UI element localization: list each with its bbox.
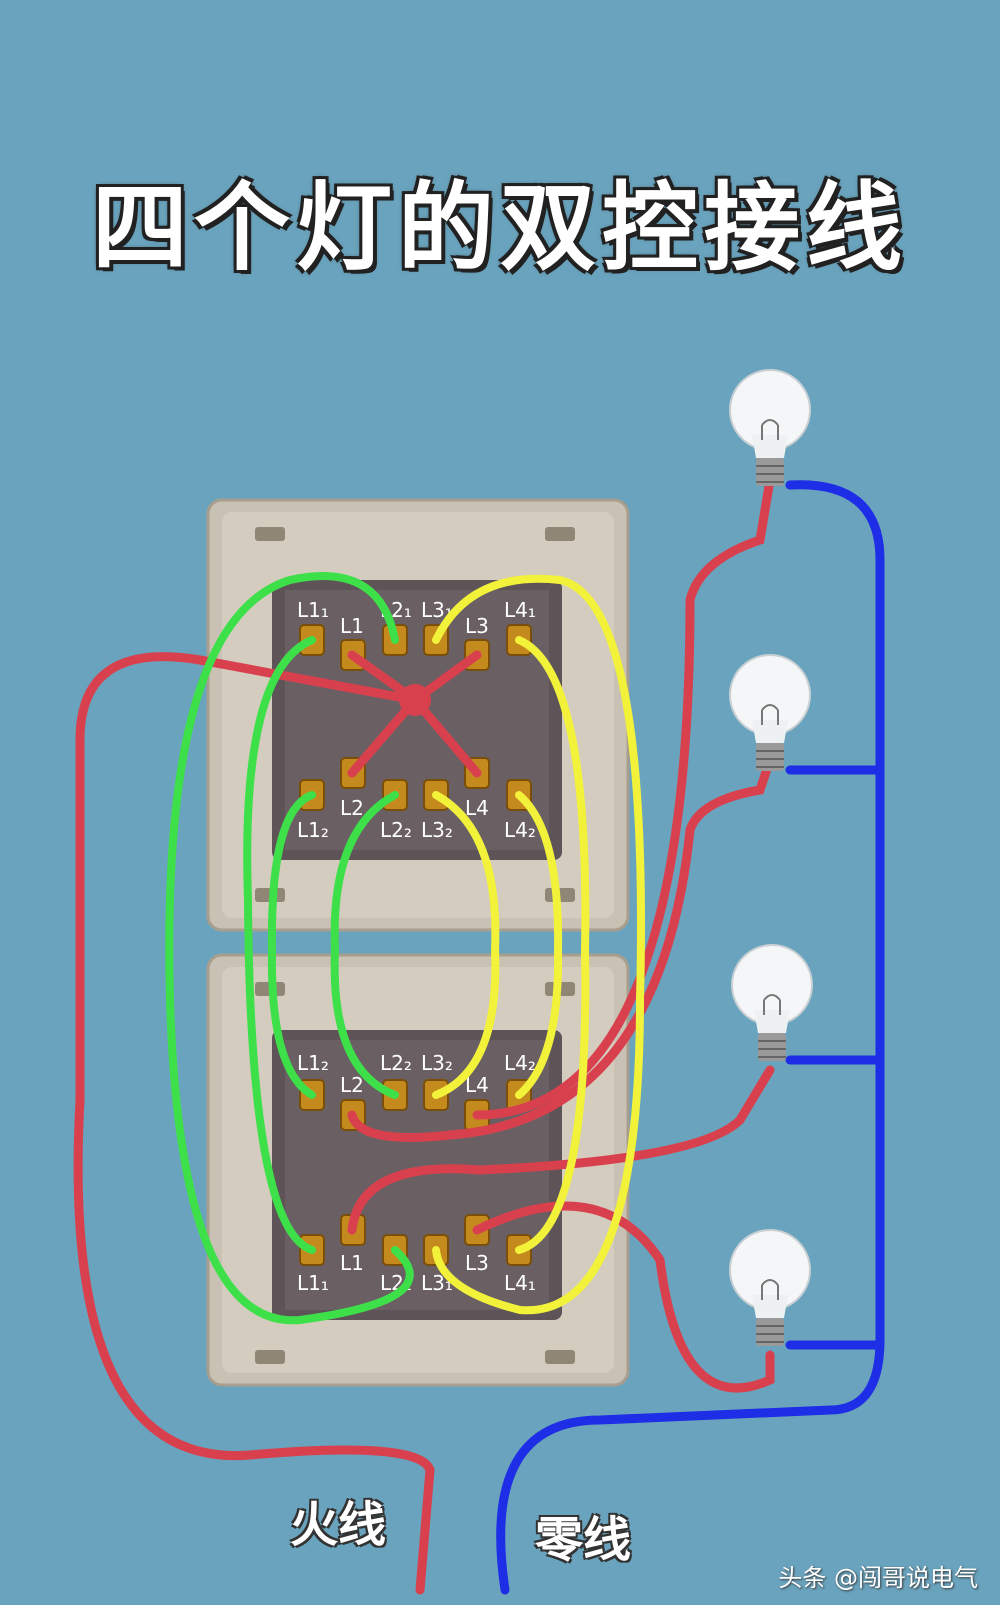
svg-text:L1₂: L1₂ [297,1051,329,1075]
svg-text:L4: L4 [465,796,489,820]
svg-text:L4₂: L4₂ [504,1051,536,1075]
watermark: 头条 @闯哥说电气 [778,1564,978,1592]
svg-text:L4: L4 [465,1073,489,1097]
svg-text:L4₂: L4₂ [504,818,536,842]
light-bulb-icon [731,944,813,1061]
svg-text:L3: L3 [465,1251,489,1275]
svg-text:L1₁: L1₁ [297,598,329,622]
live-wires [73,475,775,1595]
top-switch-labels: L1₁ L1 L2₁ L3₁ L3 L4₁ L2 L4 L1₂ L2₂ L3₂ … [297,598,536,842]
svg-text:L1₁: L1₁ [297,1271,329,1295]
svg-text:L1₂: L1₂ [297,818,329,842]
svg-text:L3₂: L3₂ [421,818,453,842]
svg-text:L1: L1 [340,614,364,638]
live-wire-label: 火线 [290,1497,387,1553]
svg-text:L2₂: L2₂ [380,818,412,842]
svg-text:L4₁: L4₁ [504,1271,536,1295]
light-bulb-icon [729,369,811,486]
light-bulb-icon [729,654,811,771]
svg-text:L4₁: L4₁ [504,598,536,622]
neutral-wires [496,480,885,1595]
yellow-traveler-wires [432,574,645,1315]
neutral-wire-label: 零线 [535,1512,632,1568]
svg-text:L3: L3 [465,614,489,638]
green-traveler-wires [165,572,414,1325]
light-bulb-icon [729,1229,811,1346]
svg-text:L2₂: L2₂ [380,1051,412,1075]
svg-text:L2: L2 [340,1073,364,1097]
page-title: 四个灯的双控接线 [92,172,908,284]
svg-text:L1: L1 [340,1251,364,1275]
svg-text:L3₂: L3₂ [421,1051,453,1075]
svg-text:L2: L2 [340,796,364,820]
